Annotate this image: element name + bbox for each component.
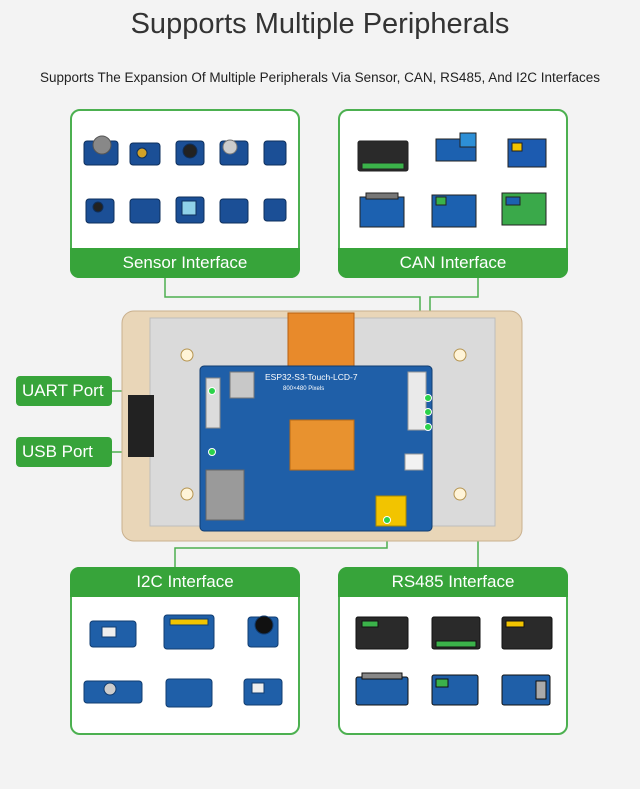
can-interface-panel: CAN Interface	[338, 109, 568, 278]
rs485-interface-panel: RS485 Interface	[338, 567, 568, 735]
can-interface-label: CAN Interface	[338, 248, 568, 278]
sensor-modules-image	[83, 135, 287, 224]
page-title: Supports Multiple Peripherals	[130, 8, 510, 40]
rs485-modules-image	[355, 616, 553, 706]
page-subtitle: Supports The Expansion Of Multiple Perip…	[39, 70, 601, 85]
board-model-text: ESP32-S3-Touch-LCD-7	[265, 372, 358, 382]
sensor-interface-label: Sensor Interface	[70, 248, 300, 278]
i2c-interface-label: I2C Interface	[70, 567, 300, 597]
rs485-interface-label: RS485 Interface	[338, 567, 568, 597]
uart-port-label: UART Port	[16, 376, 112, 406]
sensor-interface-panel: Sensor Interface	[70, 109, 300, 278]
board-resolution-text: 800×480 Pixels	[283, 386, 324, 392]
can-modules-image	[357, 132, 547, 228]
i2c-modules-image	[83, 614, 283, 708]
usb-port-label: USB Port	[16, 437, 112, 467]
i2c-interface-panel: I2C Interface	[70, 567, 300, 735]
